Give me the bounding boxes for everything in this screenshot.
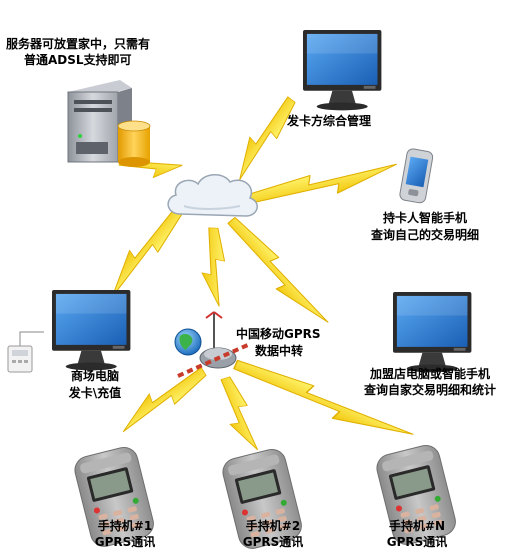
gprs-label-line2: 数据中转: [255, 344, 304, 358]
handset-1-label-line2: GPRS通讯: [94, 535, 156, 549]
server-note-line2: 普通ADSL支持即可: [24, 53, 132, 67]
card-reader-icon: [7, 331, 44, 373]
internet-cloud-icon: [167, 174, 258, 217]
handset-2-label-line2: GPRS通讯: [242, 535, 304, 549]
gprs-globe-icon: [174, 328, 202, 356]
database-disk-icon: [117, 120, 151, 167]
link-gprs-handset2: [215, 373, 262, 456]
gprs-antenna-icon: [177, 311, 251, 378]
smartphone-icon: [399, 148, 434, 204]
handset-1-label-line1: 手持机#1: [97, 519, 153, 533]
server-note-line1: 服务器可放置家中，只需有: [6, 37, 151, 51]
franchise-monitor-icon: [393, 292, 472, 373]
link-cardholder-cloud: [247, 159, 401, 209]
link-cloud-store-pc: [98, 202, 190, 301]
link-cloud-franchise: [223, 211, 332, 335]
store-monitor-icon: [52, 290, 131, 371]
franchise-label-line1: 加盟店电脑或智能手机: [369, 367, 490, 381]
cardholder-label-line2: 查询自己的交易明细: [370, 228, 479, 242]
link-issuer-cloud: [224, 93, 302, 183]
gprs-label-line1: 中国移动GPRS: [236, 327, 321, 341]
issuer-monitor-icon: [303, 30, 382, 111]
cardholder-label-line1: 持卡人智能手机: [382, 211, 467, 225]
link-cloud-gprs: [200, 227, 227, 307]
franchise-label-line2: 查询自家交易明细和统计: [363, 383, 496, 397]
handset-n-label-line2: GPRS通讯: [386, 535, 448, 549]
handset-2-label-line1: 手持机#2: [245, 519, 301, 533]
handset-n-label-line1: 手持机#N: [388, 519, 446, 533]
issuer-management-label: 发卡方综合管理: [287, 114, 372, 128]
store-pc-label-line1: 商场电脑: [70, 369, 119, 383]
store-pc-label-line2: 发卡\充值: [68, 386, 122, 400]
